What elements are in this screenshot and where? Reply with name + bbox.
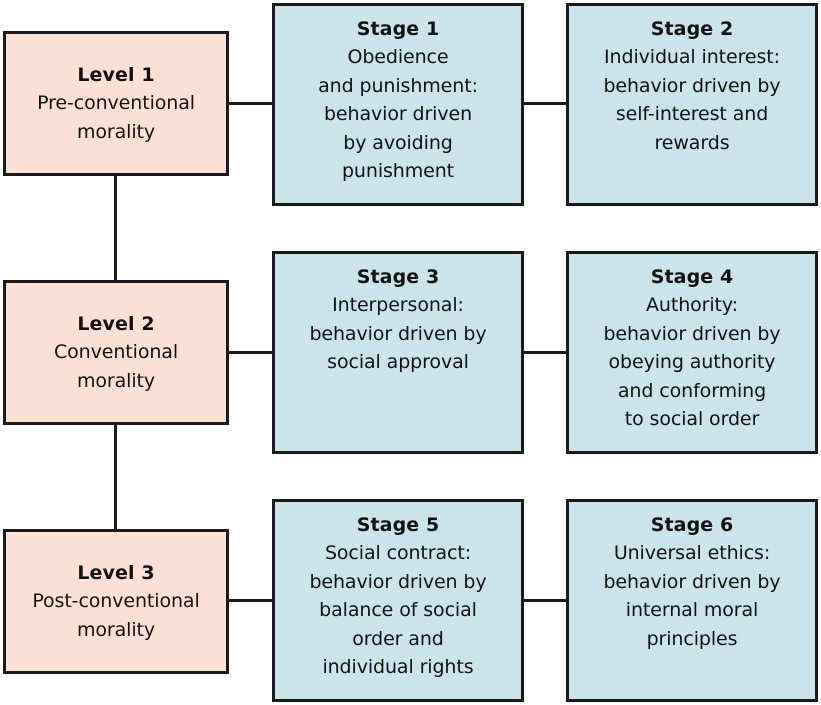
connector-level3-to-stage5 xyxy=(226,599,275,602)
stage-2-box[interactable]: Stage 2 Individual interest: behavior dr… xyxy=(566,3,818,206)
stage-5-title: Stage 5 xyxy=(356,514,440,536)
stage-6-body: Universal ethics: behavior driven by int… xyxy=(603,542,781,650)
level-1-body: Pre-conventional morality xyxy=(37,92,195,143)
stage-5-box[interactable]: Stage 5 Social contract: behavior driven… xyxy=(272,499,524,702)
connector-stage1-to-stage2 xyxy=(521,102,569,105)
connector-stage5-to-stage6 xyxy=(521,599,569,602)
level-3-box[interactable]: Level 3 Post-conventional morality xyxy=(3,529,229,674)
stage-1-body: Obedience and punishment: behavior drive… xyxy=(318,46,478,182)
connector-level1-to-level2 xyxy=(114,172,117,291)
stage-3-body: Interpersonal: behavior driven by social… xyxy=(309,294,487,373)
connector-level2-to-level3 xyxy=(114,417,117,536)
level-1-box[interactable]: Level 1 Pre-conventional morality xyxy=(3,31,229,176)
stage-2-title: Stage 2 xyxy=(650,18,734,40)
level-2-body: Conventional morality xyxy=(53,341,179,392)
level-3-body: Post-conventional morality xyxy=(32,590,200,641)
stage-6-box[interactable]: Stage 6 Universal ethics: behavior drive… xyxy=(566,499,818,702)
stage-2-body: Individual interest: behavior driven by … xyxy=(603,46,781,154)
stage-3-title: Stage 3 xyxy=(356,266,440,288)
stage-3-box[interactable]: Stage 3 Interpersonal: behavior driven b… xyxy=(272,251,524,454)
stage-4-body: Authority: behavior driven by obeying au… xyxy=(603,294,781,430)
level-3-title: Level 3 xyxy=(77,562,155,584)
level-2-box[interactable]: Level 2 Conventional morality xyxy=(3,280,229,425)
stage-4-box[interactable]: Stage 4 Authority: behavior driven by ob… xyxy=(566,251,818,454)
level-2-title: Level 2 xyxy=(77,313,155,335)
stage-4-title: Stage 4 xyxy=(650,266,734,288)
connector-level1-to-stage1 xyxy=(226,102,275,105)
connector-stage3-to-stage4 xyxy=(521,351,569,354)
stage-1-title: Stage 1 xyxy=(356,18,440,40)
connector-level2-to-stage3 xyxy=(226,351,275,354)
stage-5-body: Social contract: behavior driven by bala… xyxy=(309,542,487,678)
level-1-title: Level 1 xyxy=(77,64,155,86)
stage-6-title: Stage 6 xyxy=(650,514,734,536)
stage-1-box[interactable]: Stage 1 Obedience and punishment: behavi… xyxy=(272,3,524,206)
